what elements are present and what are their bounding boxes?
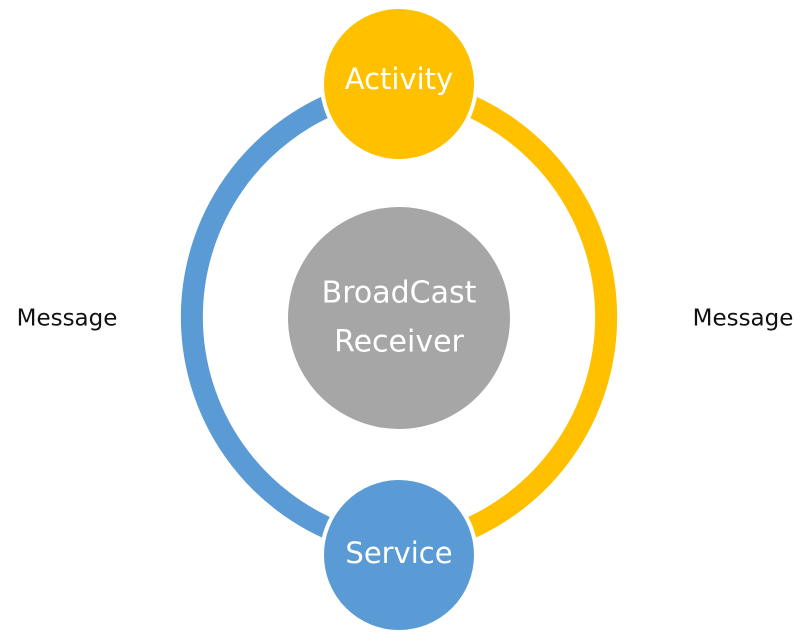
service-node: Service (320, 476, 478, 634)
receiver-circle (288, 207, 510, 429)
left-arc (180, 89, 348, 545)
right-arc (450, 89, 618, 545)
right-message-label: Message (693, 306, 794, 332)
activity-circle (320, 5, 478, 163)
activity-node: Activity (320, 5, 478, 163)
receiver-label-line1: BroadCast (322, 276, 477, 311)
activity-label: Activity (345, 62, 453, 96)
receiver-label-line2: Receiver (334, 325, 464, 360)
service-circle (320, 476, 478, 634)
receiver-node: BroadCast Receiver (288, 207, 510, 429)
service-label: Service (345, 536, 452, 570)
left-message-label: Message (17, 306, 118, 332)
